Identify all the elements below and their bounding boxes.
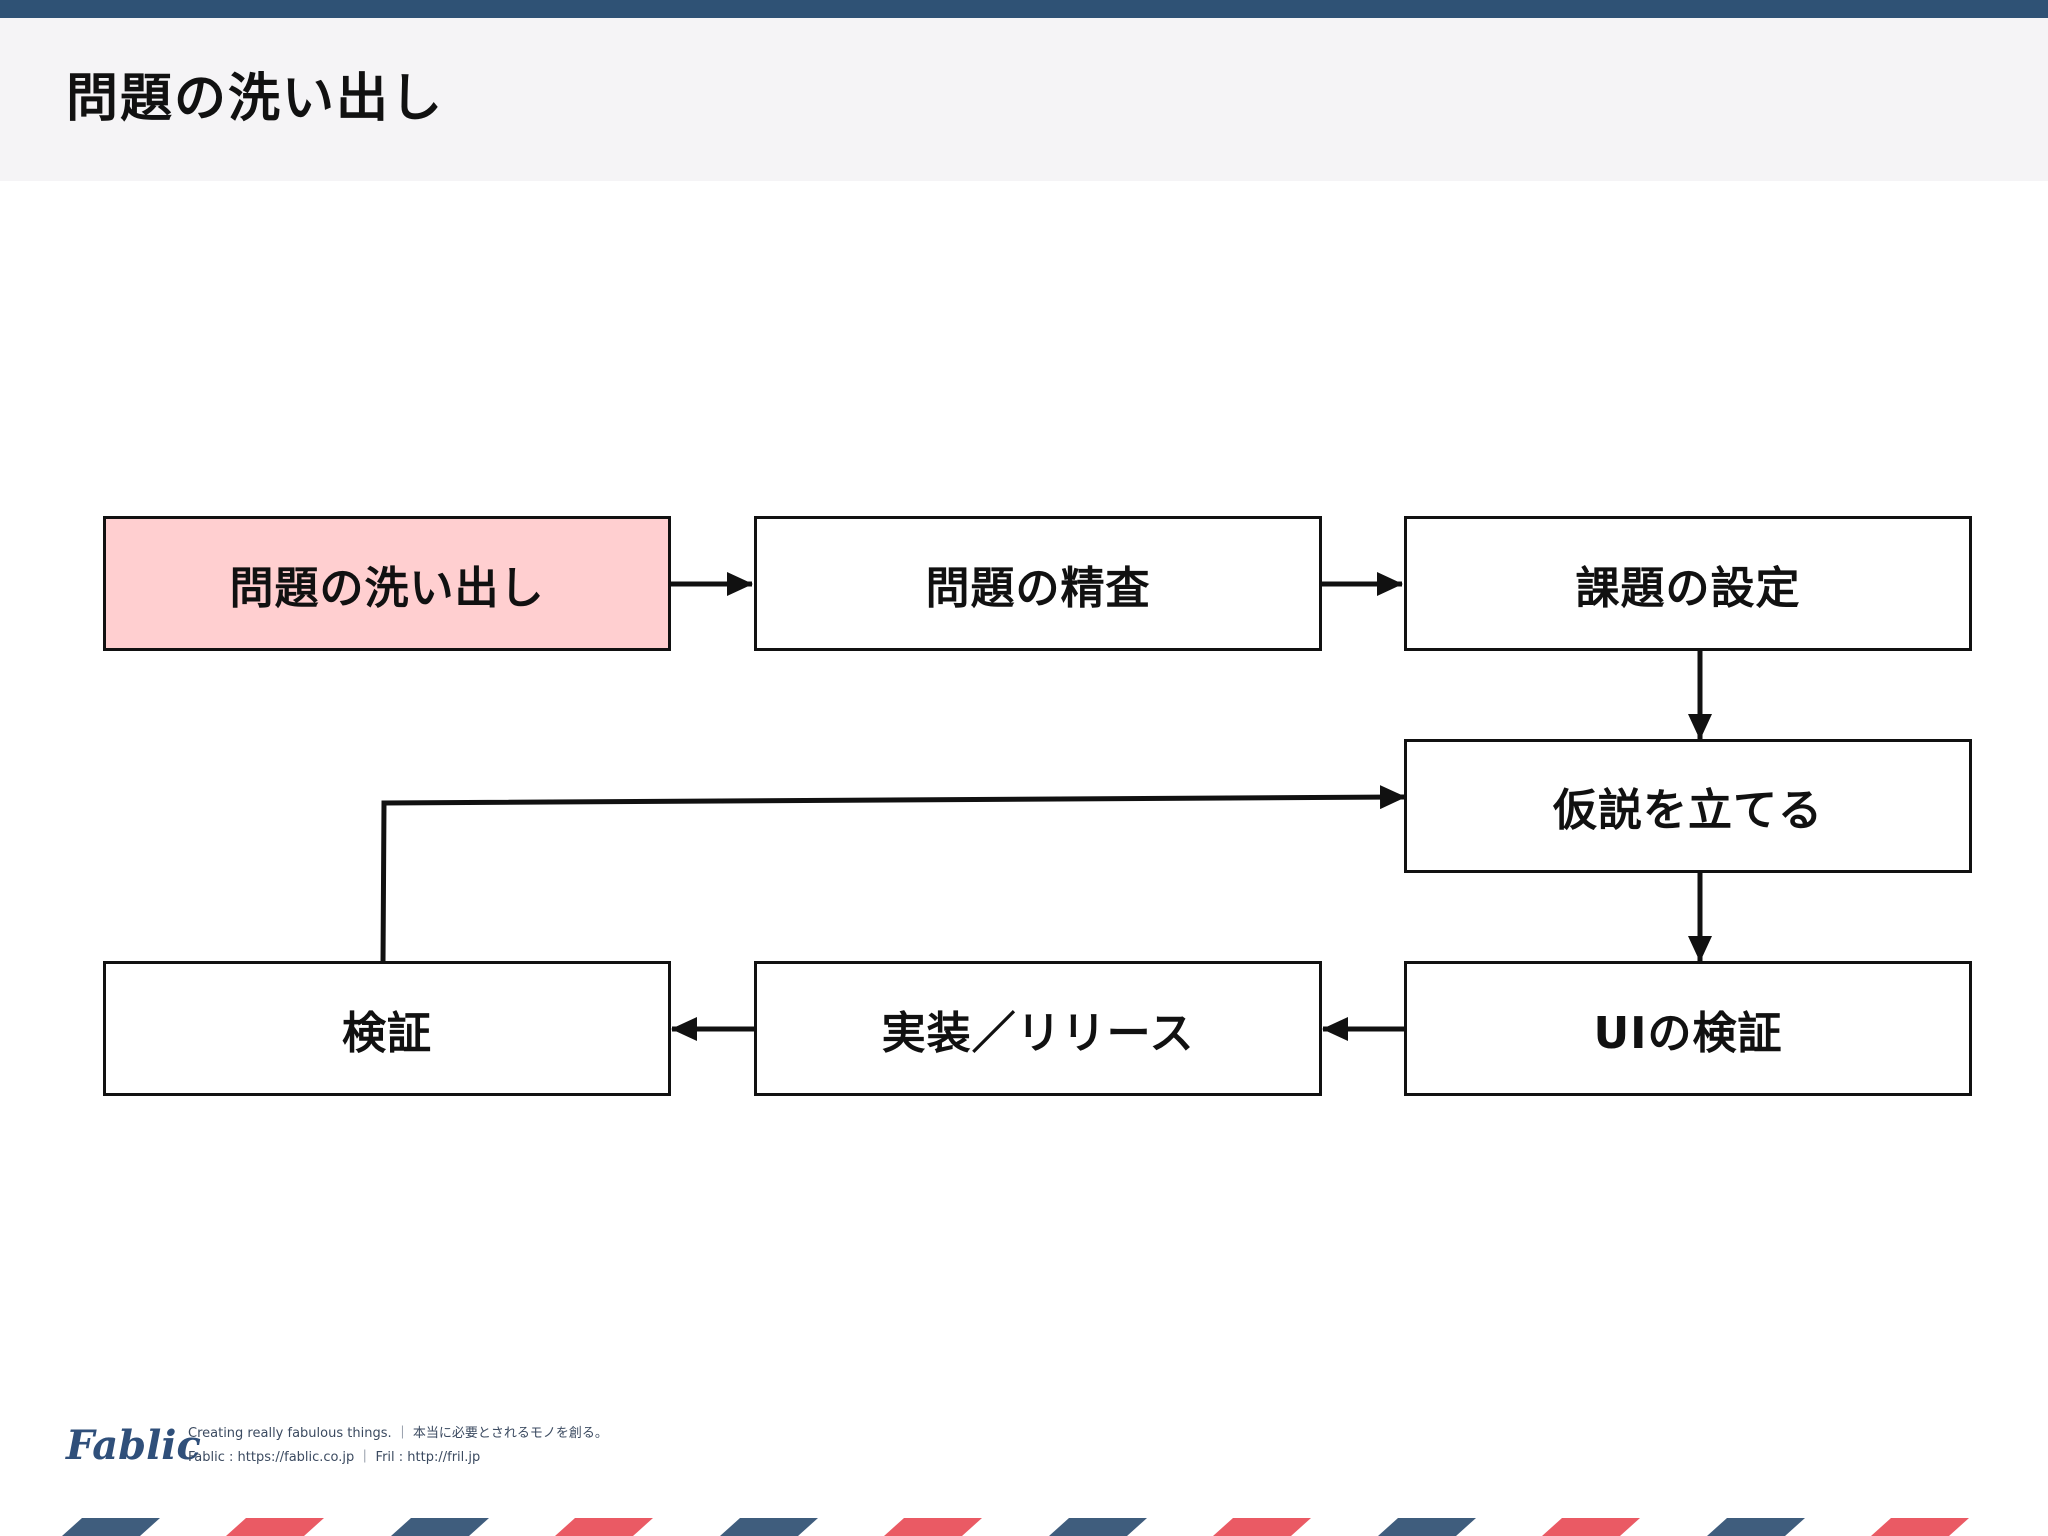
stripe-navy	[720, 1518, 818, 1536]
flow-node-label: 課題の設定	[1575, 562, 1801, 614]
fablic-logo: Fablic	[66, 1422, 201, 1469]
stripe-pattern	[62, 1518, 1969, 1536]
stripe-red	[555, 1518, 653, 1536]
flow-node-ui-verify: UIの検証	[1404, 961, 1972, 1096]
flow-node-label: 問題の洗い出し	[229, 562, 545, 614]
flow-node-label: 検証	[342, 1007, 432, 1059]
stripe-navy	[1378, 1518, 1476, 1536]
stripe-navy	[1049, 1518, 1147, 1536]
flow-node-task: 課題の設定	[1404, 516, 1972, 651]
flow-node-scrutiny: 問題の精査	[754, 516, 1322, 651]
flow-node-label: 実装／リリース	[881, 1007, 1195, 1059]
flow-node-issues: 問題の洗い出し	[103, 516, 671, 651]
flow-node-label: UIの検証	[1593, 1007, 1783, 1059]
stripe-red	[226, 1518, 324, 1536]
footer-tagline: Creating really fabulous things. ｜ 本当に必要…	[188, 1426, 608, 1441]
stripe-navy	[62, 1518, 160, 1536]
flow-node-label: 仮説を立てる	[1553, 785, 1823, 836]
stripe-red	[1542, 1518, 1640, 1536]
flow-node-hypothesis: 仮説を立てる	[1404, 739, 1972, 873]
flow-node-verify: 検証	[103, 961, 671, 1096]
stripe-red	[884, 1518, 982, 1536]
page-title: 問題の洗い出し	[66, 69, 445, 129]
flow-node-release: 実装／リリース	[754, 961, 1322, 1096]
stripe-navy	[1707, 1518, 1805, 1536]
stripe-red	[1871, 1518, 1969, 1536]
top-accent-bar	[0, 0, 2048, 18]
stripe-red	[1213, 1518, 1311, 1536]
stripe-navy	[391, 1518, 489, 1536]
slide-header	[0, 18, 2048, 181]
footer-links: Fablic : https://fablic.co.jp ｜ Fril : h…	[188, 1450, 481, 1465]
flow-node-label: 問題の精査	[925, 562, 1151, 614]
